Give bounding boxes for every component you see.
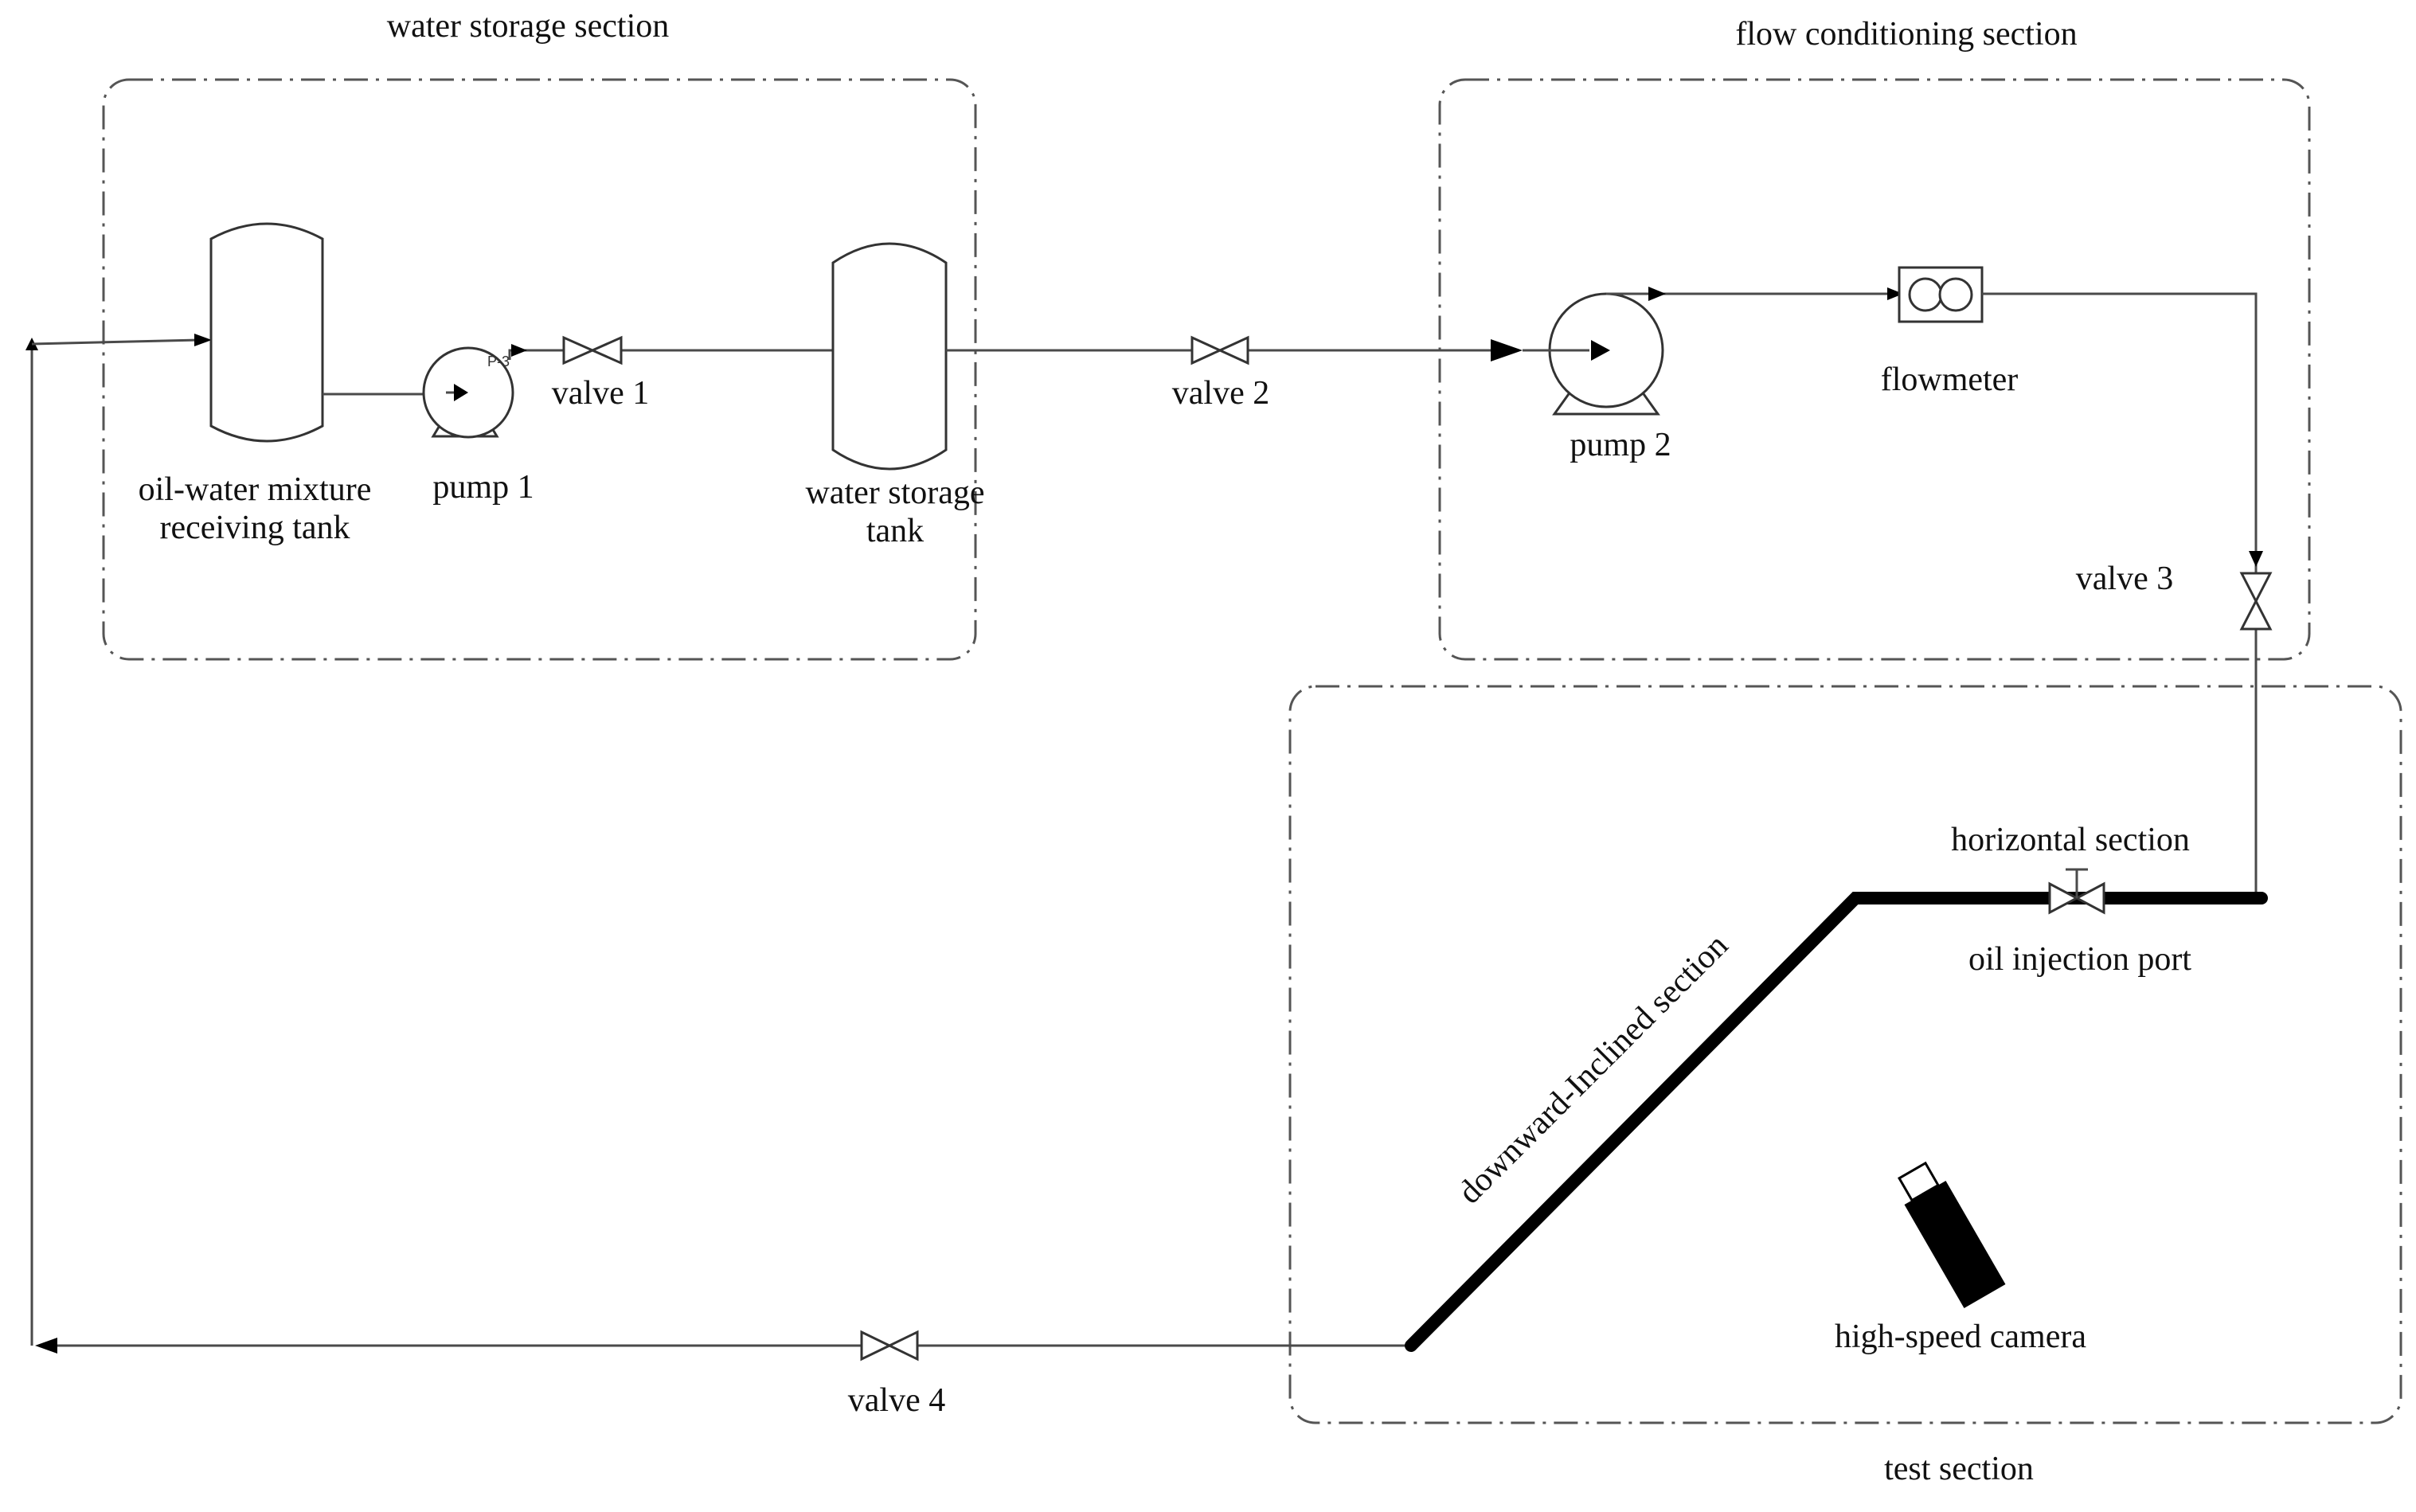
feed-arrow-right (194, 334, 212, 346)
valve-4-symbol (860, 1330, 893, 1362)
water-storage-tank-label-1: water storage (805, 475, 984, 511)
high-speed-camera-icon (1897, 1161, 2006, 1308)
valve-2-symbol-right (1217, 335, 1249, 365)
oil-injection-valve-left (2048, 881, 2080, 915)
flowmeter-rotor-left (1908, 277, 1943, 312)
receiving-tank-label-1: oil-water mixture (139, 471, 372, 508)
water-storage-tank-label-2: tank (866, 513, 924, 549)
valve-3-symbol-bottom (2239, 598, 2273, 631)
valve-3-label: valve 3 (2076, 561, 2173, 597)
pump-2-label: pump 2 (1570, 427, 1671, 463)
flow-conditioning-section-title: flow conditioning section (1735, 16, 2077, 53)
oil-injection-valve-right (2074, 881, 2105, 915)
feed-to-receiving-tank (31, 338, 200, 346)
valve-1-symbol (562, 335, 596, 365)
pump-2-inlet-arrow (1491, 339, 1523, 361)
valve-3-symbol (2239, 572, 2273, 604)
pump-1-tag: P-3 (487, 354, 510, 369)
flowmeter-inlet-arrow (1887, 287, 1903, 300)
oil-injection-port-label: oil injection port (1968, 941, 2191, 978)
pump-2-outlet-arrow (1648, 287, 1666, 301)
valve-4-symbol-right (886, 1330, 919, 1362)
water-storage-section-title: water storage section (387, 8, 670, 45)
return-arrow-left (35, 1338, 57, 1354)
water-storage-tank-vessel (831, 242, 948, 471)
pump-1-outlet-line (508, 349, 836, 360)
high-speed-camera-label: high-speed camera (1835, 1319, 2086, 1355)
test-section-pipe (1405, 892, 2268, 1352)
flowmeter-rotor-right (1938, 277, 1973, 312)
valve-3-inlet-arrow (2249, 551, 2263, 567)
valve-4-label: valve 4 (848, 1382, 945, 1419)
test-section-boundary (1288, 685, 2402, 1424)
flowmeter-label: flowmeter (1881, 361, 2019, 398)
receiving-tank-label-2: receiving tank (159, 510, 350, 546)
receiving-tank-vessel (209, 222, 324, 443)
flow-conditioning-section-boundary (1438, 78, 2311, 661)
flowmeter-outlet-line (1982, 292, 2258, 898)
pump-1-label: pump 1 (432, 469, 534, 506)
valve-1-label: valve 1 (552, 375, 649, 412)
valve-2-symbol (1190, 335, 1223, 365)
horizontal-section-label: horizontal section (1951, 822, 2190, 858)
water-storage-section-boundary (102, 78, 977, 661)
pump-2-arrow (1591, 340, 1610, 361)
test-section-title: test section (1884, 1451, 2034, 1487)
valve-2-label: valve 2 (1172, 375, 1269, 412)
pump-1-outlet-arrow (511, 344, 527, 357)
valve-1-symbol-right (589, 335, 623, 365)
pump-1-arrow (454, 384, 468, 401)
